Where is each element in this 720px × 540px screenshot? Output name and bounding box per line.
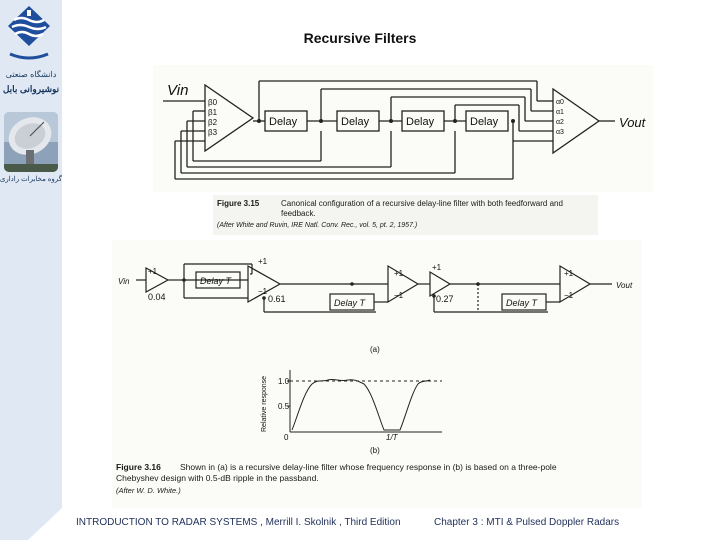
faculty-name: نوشیروانی بابل <box>2 84 60 94</box>
caption-number: Figure 3.16 <box>116 462 161 472</box>
radar-dish-image <box>4 112 58 172</box>
delay-4-label: Delay <box>470 116 499 128</box>
slide-title: Recursive Filters <box>303 30 417 46</box>
caption-source: (After W. D. White.) <box>116 486 181 495</box>
delay-t-3-label: Delay T <box>506 298 539 308</box>
gain-004-label: 0.04 <box>148 292 166 302</box>
gain-061-label: 0.61 <box>268 294 286 304</box>
chebyshev-filter-diagram: Vin +1 0.04 Delay T +1 −1 0.61 Delay T +… <box>118 257 633 455</box>
caption-text: Canonical configuration of a recursive d… <box>281 199 563 218</box>
gain-plus-1-c: +1 <box>394 269 404 278</box>
gain-minus-1-c: −1 <box>564 291 574 300</box>
gain-plus-1-e: +1 <box>564 269 574 278</box>
gain-plus-1-d: +1 <box>432 263 442 272</box>
panel-b-label: (b) <box>370 446 380 455</box>
delay-3-label: Delay <box>406 116 435 128</box>
sidebar: دانشگاه صنعتی نوشیروانی بابل گروه مخابرا… <box>0 0 62 540</box>
page-fold <box>28 508 62 540</box>
alpha-0-label: α0 <box>556 99 564 106</box>
caption-source: (After White and Ruvin, IRE Natl. Conv. … <box>217 222 418 229</box>
alpha-3-label: α3 <box>556 129 564 136</box>
beta-3-label: β3 <box>208 128 218 137</box>
beta-1-label: β1 <box>208 108 218 117</box>
university-logo <box>8 6 50 60</box>
gain-plus-1-b: +1 <box>258 257 268 266</box>
vout-label-316: Vout <box>616 281 633 290</box>
alpha-2-label: α2 <box>556 119 564 126</box>
gain-minus-1-a: −1 <box>258 287 268 296</box>
vout-label: Vout <box>619 115 647 130</box>
caption-number: Figure 3.15 <box>217 199 260 208</box>
figure-3-16: Vin +1 0.04 Delay T +1 −1 0.61 Delay T +… <box>112 240 642 508</box>
footer-book-reference: INTRODUCTION TO RADAR SYSTEMS , Merrill … <box>76 517 401 528</box>
gain-minus-1-b: −1 <box>394 291 404 300</box>
university-name: دانشگاه صنعتی <box>5 70 57 79</box>
delay-t-1-label: Delay T <box>200 276 233 286</box>
figure-3-15-caption: Figure 3.15 Canonical configuration of a… <box>213 195 598 235</box>
caption-text: Shown in (a) is a recursive delay-line f… <box>180 462 557 472</box>
gain-027-label: 0.27 <box>436 294 454 304</box>
delay-2-label: Delay <box>341 116 370 128</box>
beta-0-label: β0 <box>208 98 218 107</box>
panel-a-label: (a) <box>370 345 380 354</box>
group-name: گروه مخابرات راداری <box>0 176 62 183</box>
vin-label: Vin <box>167 82 188 99</box>
beta-2-label: β2 <box>208 118 218 127</box>
ytick-1-0: 1.0 <box>278 377 290 386</box>
delay-1-label: Delay <box>269 116 298 128</box>
recursive-filter-diagram: Vin β0 β1 β2 β3 α0 α1 α2 α3 Delay Delay … <box>163 80 647 180</box>
footer-chapter: Chapter 3 : MTI & Pulsed Doppler Radars <box>434 517 620 528</box>
figure-3-15-diagram: Vin β0 β1 β2 β3 α0 α1 α2 α3 Delay Delay … <box>153 65 653 192</box>
xtick-0: 0 <box>284 433 289 442</box>
y-axis-label: Relative response <box>261 376 268 432</box>
delay-t-2-label: Delay T <box>334 298 367 308</box>
ytick-0-5: 0.5 <box>278 402 290 411</box>
caption-text-line2: Chebyshev design with 0.5-dB ripple in t… <box>116 473 319 483</box>
alpha-1-label: α1 <box>556 109 564 116</box>
vin-label-316: Vin <box>118 277 130 286</box>
gain-plus-1-a: +1 <box>148 267 158 276</box>
xtick-1-over-t: 1/T <box>386 433 399 442</box>
